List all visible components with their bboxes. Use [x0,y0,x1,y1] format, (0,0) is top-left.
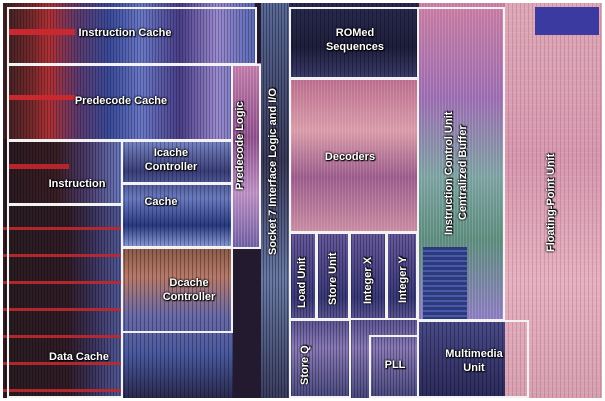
data-cache-box [7,204,123,398]
instruction-texture [3,139,121,203]
integer-y-label: Integer Y [397,256,409,304]
socket7-texture [261,3,289,398]
socket7-label: Socket 7 Interface Logic and I/O [267,88,279,256]
icu-label-line1: Instruction Control Unit [443,111,455,235]
dcache-controller-label-line2: Controller [162,291,216,303]
execution-units-texture [289,231,417,398]
red-stripe [9,164,69,169]
store-q-box [289,319,351,398]
dcache-controller-label-line1: Dcache [169,277,209,289]
pll-label: PLL [384,359,406,371]
icache-controller-label-line2: Controller [144,161,198,173]
icache-controller-label-line1: Icache [153,147,189,159]
fpu-texture [505,3,602,398]
fpu-blue-block [535,7,599,35]
multimedia-label-line2: Unit [463,362,485,374]
instruction-box [7,140,123,205]
decoders-label: Decoders [324,151,376,163]
instruction-label: Instruction [48,178,106,190]
data-cache-label: Data Cache [49,351,109,363]
multimedia-label-line1: Multimedia [445,348,503,360]
load-unit-label: Load Unit [296,257,308,309]
icu-dark-block [423,247,467,319]
predecode-logic-label: Predecode Logic [234,101,246,191]
processor-die: Instruction Cache Predecode Cache Instru… [3,3,602,398]
instruction-cache-label: Instruction Cache [78,27,172,39]
cache-label: Cache [144,196,178,208]
dcache-controller-texture [121,247,233,398]
predecode-logic-texture [233,63,261,249]
romed-label-line1: ROMed [335,27,375,39]
instruction-cache-texture [3,3,255,139]
red-stripe [9,29,75,35]
fpu-label: Floating-Point Unit [545,153,557,253]
cache-box [121,183,233,248]
decoders-texture [289,77,419,231]
store-q-label: Store Q [299,345,311,385]
integer-x-label: Integer X [362,256,374,304]
romed-label-line2: Sequences [325,41,385,53]
data-cache-texture [3,203,133,398]
dcache-controller-box [121,247,233,333]
store-unit-label: Store Unit [327,252,339,306]
icu-label-line2: Centralized Buffer [457,125,469,221]
red-stripe [9,95,75,100]
multimedia-box [417,320,529,398]
predecode-cache-label: Predecode Cache [74,95,168,107]
icache-controller-texture [121,139,233,247]
predecode-logic-box [231,64,261,249]
romed-texture [289,3,419,77]
